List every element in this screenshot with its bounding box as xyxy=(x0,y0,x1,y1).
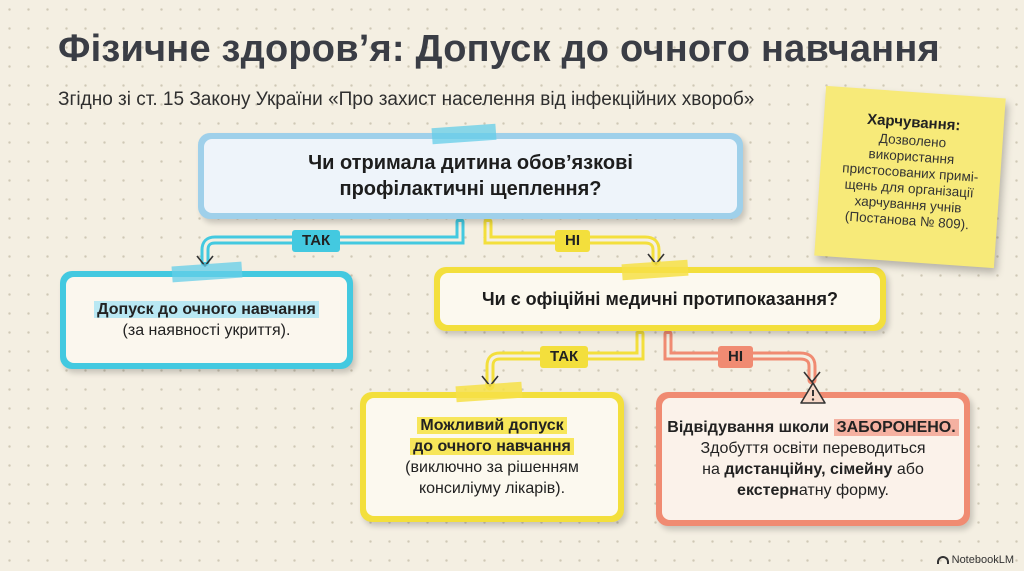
outcome-highlight: Можливий допуск xyxy=(417,417,567,434)
branch-label-no: НІ xyxy=(555,230,590,252)
connector-q1-no-inner xyxy=(486,222,658,262)
connector-q1-yes-inner xyxy=(203,222,462,262)
forbidden-text: Відвідування школи xyxy=(667,419,834,436)
connector-q2-yes-inner xyxy=(488,334,642,386)
notebooklm-logo: NotebookLM xyxy=(936,554,1014,566)
question-line: профілактичні щеплення? xyxy=(339,178,602,200)
forbidden-highlight: ЗАБОРОНЕНО. xyxy=(833,419,959,436)
forbidden-bold: екстерн xyxy=(737,482,799,499)
sticky-note-nutrition: Харчування: Дозволено використання прист… xyxy=(814,85,1006,269)
connector-q2-no-inner xyxy=(666,334,814,380)
warning-triangle-icon xyxy=(800,382,826,404)
outcome-note: (за наявності укриття). xyxy=(122,322,291,339)
outcome-admitted: Допуск до очного навчання (за наявності … xyxy=(60,271,353,369)
forbidden-line: Здобуття освіти переводиться xyxy=(700,440,926,457)
question-line: Чи отримала дитина обов’язкові xyxy=(308,152,633,174)
forbidden-text: атну форму. xyxy=(798,482,889,499)
outcome-highlight: до очного навчання xyxy=(410,438,574,455)
outcome-forbidden: Відвідування школи ЗАБОРОНЕНО. Здобуття … xyxy=(656,392,970,526)
page-title: Фізичне здоров’я: Допуск до очного навча… xyxy=(58,28,940,70)
branch-label-yes: ТАК xyxy=(540,346,589,368)
outcome-highlight: Допуск до очного навчання xyxy=(94,301,319,318)
notebooklm-logo-icon xyxy=(936,556,949,564)
forbidden-text: або xyxy=(892,461,924,478)
logo-text: NotebookLM xyxy=(951,554,1014,566)
outcome-possible-admission: Можливий допуск до очного навчання (викл… xyxy=(360,392,624,522)
outcome-note: консиліуму лікарів). xyxy=(418,480,566,497)
page-subtitle: Згідно зі ст. 15 Закону України «Про зах… xyxy=(58,89,755,110)
forbidden-text: на xyxy=(702,461,725,478)
question-contraindications: Чи є офіційні медичні протипоказання? xyxy=(434,267,886,331)
branch-label-no: НІ xyxy=(718,346,753,368)
question-text: Чи є офіційні медичні протипоказання? xyxy=(482,288,838,309)
forbidden-bold: дистанційну, сімейну xyxy=(724,461,893,478)
question-vaccination: Чи отримала дитина обов’язкові профілакт… xyxy=(198,133,743,219)
arrow-down-icon xyxy=(803,371,821,384)
branch-label-yes: ТАК xyxy=(292,230,341,252)
outcome-note: (виключно за рішенням xyxy=(405,459,579,476)
